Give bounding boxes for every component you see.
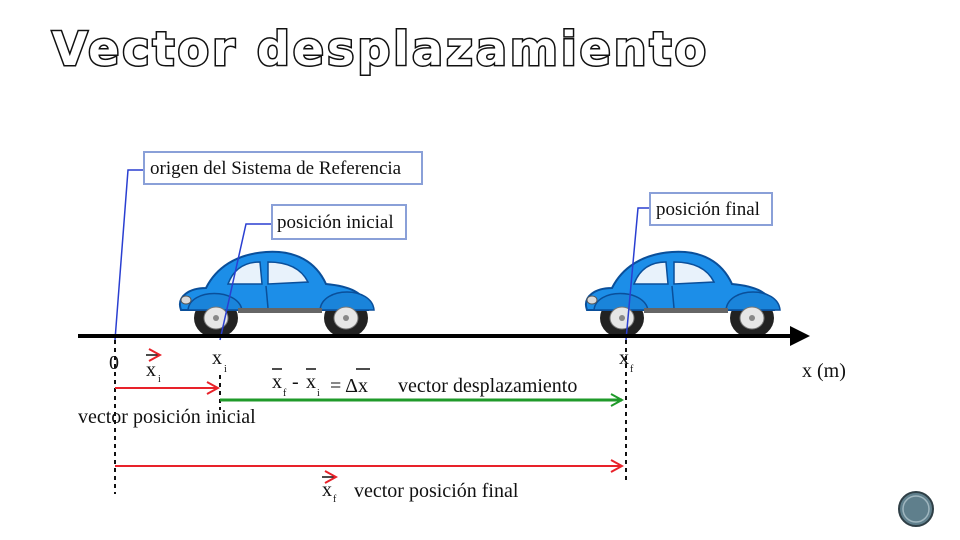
- initial-callout-text: posición inicial: [277, 212, 394, 233]
- nav-button-icon[interactable]: [897, 490, 935, 528]
- origin-tick-label: 0: [109, 352, 119, 374]
- initial-vector-label: vector posición inicial: [78, 406, 256, 428]
- final-callout-line: [625, 207, 650, 341]
- xf-tick-label: x: [619, 347, 629, 369]
- car-initial-icon: [178, 250, 375, 339]
- origin-callout: origen del Sistema de Referencia: [143, 151, 423, 185]
- xi-vector-symbol: x: [146, 359, 156, 381]
- eq-result: = Δx: [330, 375, 368, 397]
- eq-minus: -: [292, 371, 299, 393]
- eq-xi-sub: i: [317, 388, 320, 399]
- initial-callout: posición inicial: [271, 204, 407, 240]
- xi-vector-sub: i: [158, 374, 161, 385]
- eq-xf-symbol: x: [272, 371, 282, 393]
- initial-callout-line: [219, 223, 272, 341]
- eq-xi-symbol: x: [306, 371, 316, 393]
- eq-xf-sub: f: [283, 388, 287, 399]
- final-callout: posición final: [649, 192, 773, 226]
- x-axis-arrowhead: [790, 326, 810, 346]
- xf-vector-sub: f: [333, 494, 337, 505]
- car-final-icon: [584, 250, 781, 339]
- displacement-vector-label: vector desplazamiento: [398, 375, 577, 397]
- slide-title: Vector desplazamiento: [50, 21, 710, 78]
- axis-unit-label: x (m): [802, 360, 846, 382]
- xf-vector-symbol: x: [322, 479, 332, 501]
- xi-tick-sub: i: [224, 364, 227, 375]
- xf-tick-sub: f: [630, 364, 634, 375]
- origin-callout-text: origen del Sistema de Referencia: [150, 158, 402, 179]
- xi-tick-label: x: [212, 347, 222, 369]
- final-vector-label: vector posición final: [354, 480, 519, 502]
- final-callout-text: posición final: [656, 199, 760, 220]
- origin-callout-line: [114, 169, 145, 341]
